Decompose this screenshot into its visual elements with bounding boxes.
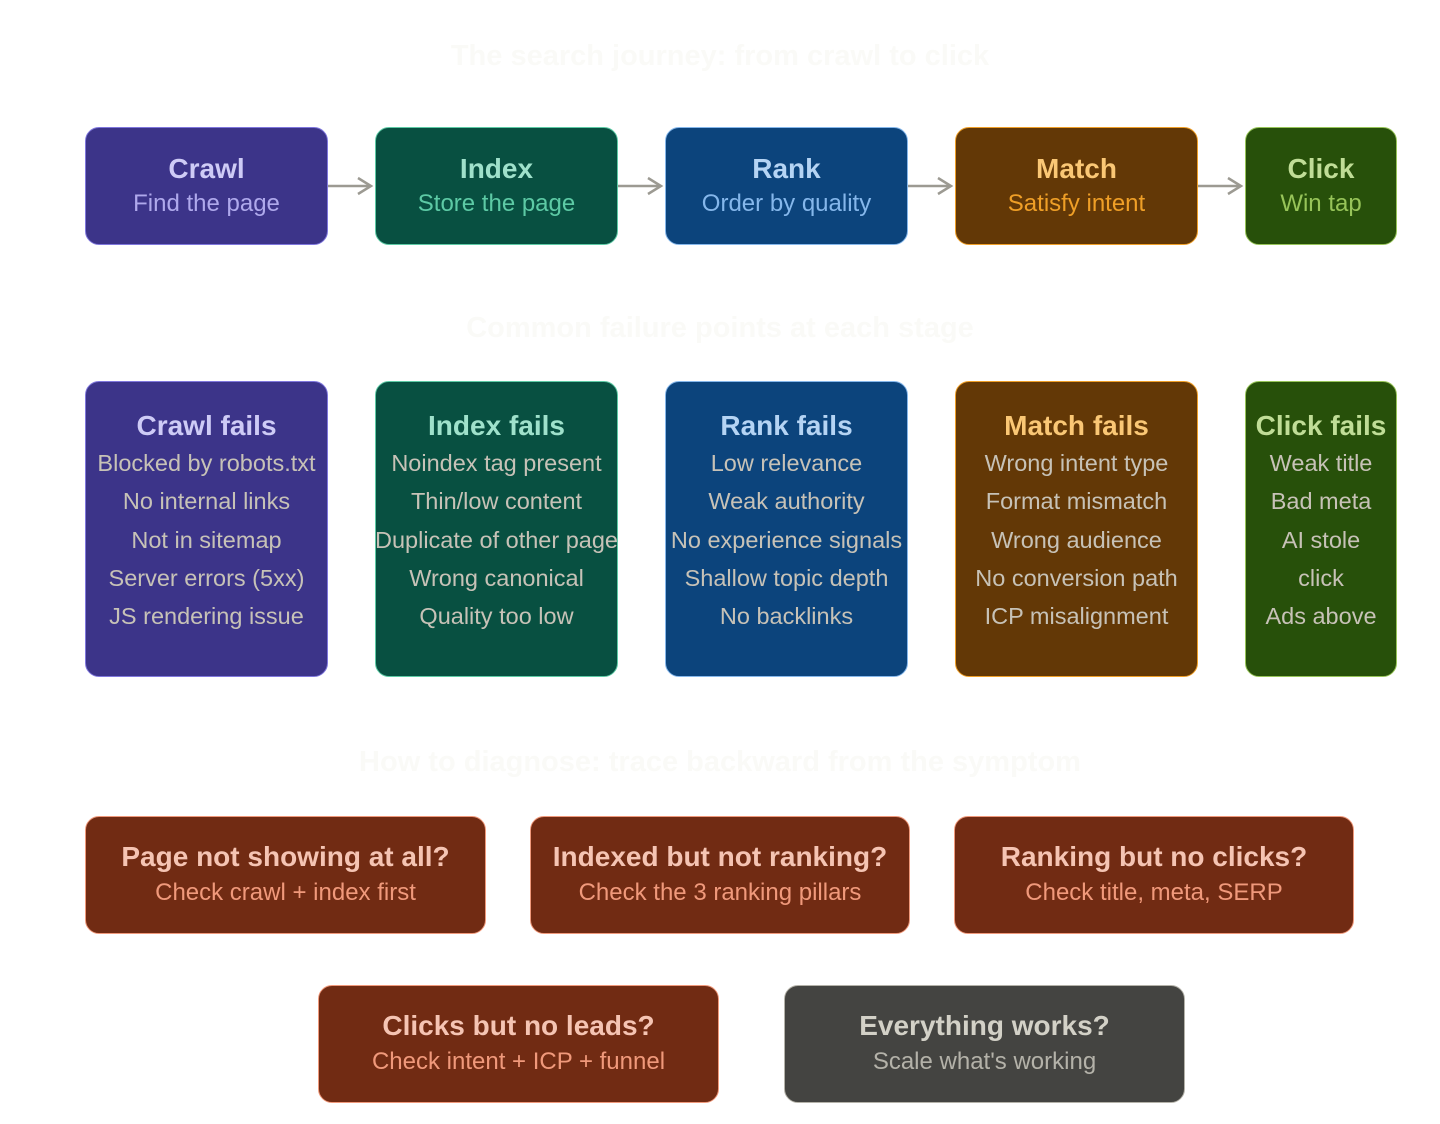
stage-title: Index bbox=[459, 153, 534, 184]
stage-match: Match Satisfy intent bbox=[955, 127, 1198, 245]
failure-item: Shallow topic depth bbox=[684, 564, 889, 591]
failure-item: Wrong intent type bbox=[984, 450, 1169, 476]
failure-title: Rank fails bbox=[720, 410, 853, 441]
failure-list: Noindex tag present Thin/low content Dup… bbox=[375, 444, 618, 635]
failure-item: Not in sitemap bbox=[131, 526, 282, 553]
failure-card-index: Index fails Noindex tag present Thin/low… bbox=[375, 381, 618, 677]
failure-title: Match fails bbox=[1004, 410, 1149, 441]
arrow-right-icon bbox=[618, 176, 664, 196]
diagnostic-action: Check title, meta, SERP bbox=[1025, 879, 1283, 906]
diagnostic-no-leads: Clicks but no leads? Check intent + ICP … bbox=[318, 985, 719, 1103]
stage-subtitle: Win tap bbox=[1280, 190, 1362, 217]
failure-card-match: Match fails Wrong intent type Format mis… bbox=[955, 381, 1198, 677]
diagnostic-everything-works: Everything works? Scale what's working bbox=[784, 985, 1185, 1103]
failure-title: Index fails bbox=[428, 410, 565, 441]
failure-item: Noindex tag present bbox=[391, 450, 602, 476]
failure-item: Thin/low content bbox=[410, 488, 583, 515]
diagnostic-not-ranking: Indexed but not ranking? Check the 3 ran… bbox=[530, 816, 910, 934]
stage-rank: Rank Order by quality bbox=[665, 127, 908, 245]
arrow-right-icon bbox=[1198, 176, 1244, 196]
stage-title: Rank bbox=[752, 153, 821, 184]
failure-item: Wrong canonical bbox=[409, 564, 584, 591]
stage-click: Click Win tap bbox=[1245, 127, 1397, 245]
failure-card-click: Click fails Weak title Bad meta AI stole… bbox=[1245, 381, 1397, 677]
stage-subtitle: Order by quality bbox=[701, 190, 872, 217]
failure-item: AI stole bbox=[1281, 526, 1361, 553]
arrow-right-icon bbox=[328, 176, 374, 196]
failure-item: ICP misalignment bbox=[984, 603, 1169, 630]
stage-index: Index Store the page bbox=[375, 127, 618, 245]
failure-list: Wrong intent type Format mismatch Wrong … bbox=[975, 444, 1177, 635]
failure-item: No backlinks bbox=[719, 603, 854, 630]
stage-subtitle: Satisfy intent bbox=[1007, 190, 1146, 217]
stage-title: Match bbox=[1036, 153, 1117, 184]
failure-item: No conversion path bbox=[975, 564, 1178, 591]
diagnostic-no-clicks: Ranking but no clicks? Check title, meta… bbox=[954, 816, 1354, 934]
diagnostic-action: Check intent + ICP + funnel bbox=[371, 1048, 666, 1075]
stage-title: Click bbox=[1287, 153, 1355, 184]
failure-item: Bad meta bbox=[1270, 488, 1372, 515]
failure-item: Duplicate of other page bbox=[375, 526, 618, 553]
failure-card-rank: Rank fails Low relevance Weak authority … bbox=[665, 381, 908, 677]
failure-item: Weak title bbox=[1269, 450, 1373, 476]
diagnostic-not-showing: Page not showing at all? Check crawl + i… bbox=[85, 816, 486, 934]
failure-title: Click fails bbox=[1255, 410, 1387, 441]
failure-item: Blocked by robots.txt bbox=[97, 450, 316, 476]
failure-list: Blocked by robots.txt No internal links … bbox=[97, 444, 315, 635]
diagnostic-action: Scale what's working bbox=[872, 1048, 1097, 1075]
diagnose-section-title: How to diagnose: trace backward from the… bbox=[359, 746, 1081, 778]
failure-card-crawl: Crawl fails Blocked by robots.txt No int… bbox=[85, 381, 328, 677]
failure-item: Wrong audience bbox=[991, 526, 1162, 553]
diagnostic-question: Everything works? bbox=[859, 1010, 1110, 1041]
diagnostic-question: Clicks but no leads? bbox=[382, 1010, 655, 1041]
diagnostic-question: Page not showing at all? bbox=[121, 841, 450, 872]
stage-subtitle: Store the page bbox=[417, 190, 576, 217]
arrow-right-icon bbox=[908, 176, 954, 196]
diagnostic-action: Check the 3 ranking pillars bbox=[578, 879, 862, 906]
failure-item: Low relevance bbox=[710, 450, 863, 476]
failure-item: Quality too low bbox=[419, 603, 574, 630]
failure-item: JS rendering issue bbox=[109, 603, 304, 630]
failure-item: Weak authority bbox=[708, 488, 865, 515]
failure-item: No experience signals bbox=[670, 526, 903, 553]
failure-item: click bbox=[1298, 564, 1344, 591]
failure-list: Weak title Bad meta AI stole click Ads a… bbox=[1265, 444, 1376, 635]
failure-item: Format mismatch bbox=[985, 488, 1168, 515]
stage-title: Crawl bbox=[168, 153, 245, 184]
stage-subtitle: Find the page bbox=[133, 190, 280, 217]
failure-item: Server errors (5xx) bbox=[108, 564, 305, 591]
journey-section-title: The search journey: from crawl to click bbox=[450, 40, 990, 72]
diagnostic-question: Indexed but not ranking? bbox=[552, 841, 888, 872]
failure-item: No internal links bbox=[122, 488, 291, 515]
failures-section-title: Common failure points at each stage bbox=[466, 312, 974, 344]
failure-list: Low relevance Weak authority No experien… bbox=[671, 444, 902, 635]
diagnostic-question: Ranking but no clicks? bbox=[1000, 841, 1308, 872]
failure-item: Ads above bbox=[1265, 603, 1377, 630]
diagnostic-action: Check crawl + index first bbox=[155, 879, 416, 906]
stage-crawl: Crawl Find the page bbox=[85, 127, 328, 245]
failure-title: Crawl fails bbox=[136, 410, 277, 441]
